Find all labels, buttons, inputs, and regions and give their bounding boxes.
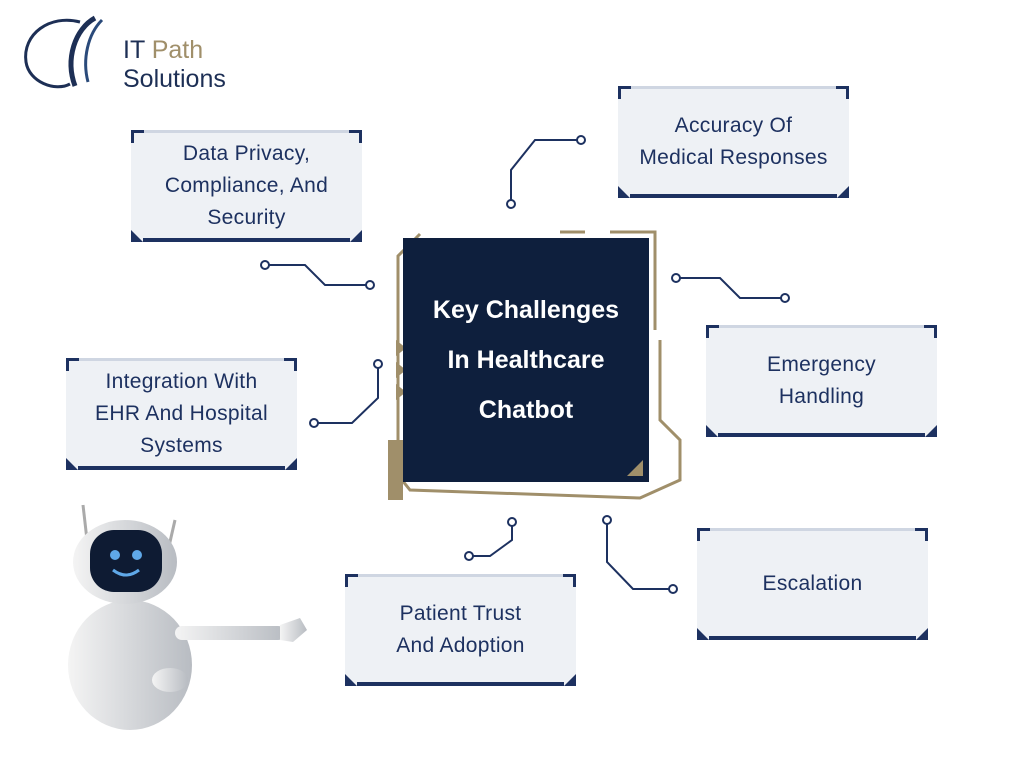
robot-illustration [68,504,307,730]
center-title-line: Chatbot [478,396,574,424]
card-text: Data Privacy, [182,142,311,165]
card-text: Accuracy Of [674,114,793,137]
logo-text-path: Path [151,36,204,64]
card-text: Medical Responses [639,146,828,169]
card-text: EHR And Hospital [95,402,268,425]
logo-text-solutions: Solutions [123,65,226,93]
challenge-card-accuracy: Accuracy Of Medical Responses [618,86,849,198]
card-text: And Adoption [396,634,525,657]
center-title-box: Key Challenges In Healthcare Chatbot [403,238,649,482]
card-text: Compliance, And [164,174,329,197]
challenge-card-escalation: Escalation [697,528,928,640]
card-text: Escalation [762,572,863,595]
center-title-line: Key Challenges [432,296,620,324]
company-logo: IT Path Solutions [20,14,230,94]
card-text: Emergency [767,353,876,376]
card-text: Integration With [105,370,258,393]
logo-text-it: IT [123,36,145,64]
card-text: Handling [778,385,865,408]
center-title-line: In Healthcare [447,346,605,374]
card-text: Security [207,206,286,229]
card-text: Patient Trust [399,602,522,625]
center-frame [396,230,682,500]
logo-swoosh-icon [24,15,104,89]
corner-fold-icon [627,460,643,476]
card-text: Systems [140,434,223,457]
